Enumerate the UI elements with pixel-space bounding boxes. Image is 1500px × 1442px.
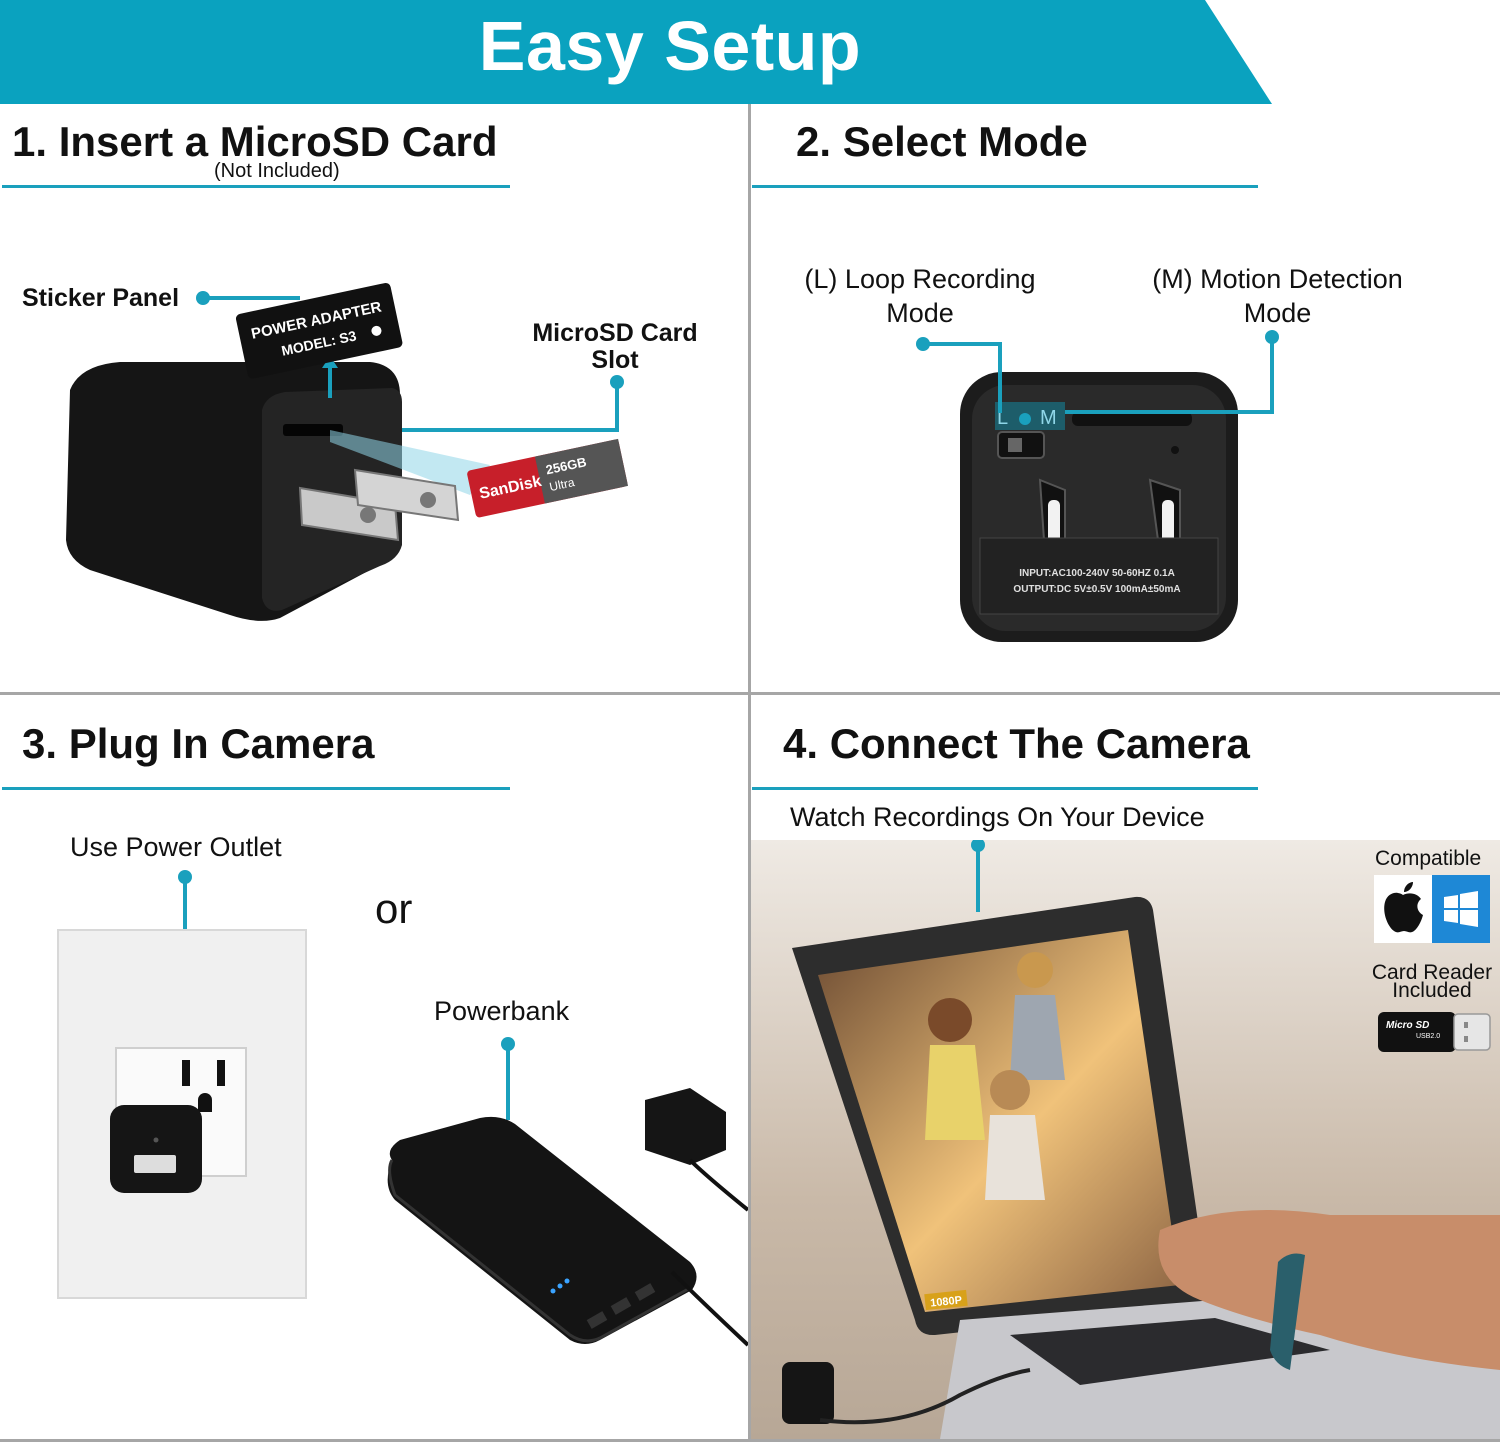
or-separator: or [375,885,413,932]
callout-dot-outlet [178,870,192,884]
step3-underline [2,787,510,790]
switch-label-l: L [997,407,1008,429]
figure-child-2 [1017,952,1053,988]
switch-position-dot [1019,413,1031,425]
camera-adapter-desk [782,1362,834,1424]
reader-text: Micro SD [1386,1020,1429,1031]
figure-child-1 [928,998,972,1042]
callout-dot-loop [916,337,930,351]
loop-line2: Mode [886,298,954,328]
switch-label-m: M [1040,407,1057,429]
grid-divider-bottom [0,1439,1500,1442]
step4-title: 4. Connect The Camera [783,720,1250,767]
card-reader-icon: Micro SD USB2.0 [1378,1012,1491,1052]
callout-dot-motion [1265,330,1279,344]
mode-switch-illustration: L M INPUT:AC100-240V 50-60HZ 0.1A OUTPUT… [916,330,1279,642]
plug-in-illustration [57,870,748,1347]
powerbank [387,1116,697,1344]
microsd-card: SanDisk 256GB Ultra [467,438,629,518]
windows-icon-bg [1432,875,1490,943]
compatible-label: Compatible [1375,847,1482,870]
callout-dot-powerbank [501,1037,515,1051]
card-reader-line2: Included [1392,979,1472,1002]
laptop-keyboard [1010,1318,1330,1385]
card-sub: Ultra [548,475,576,494]
hand [1158,1210,1500,1370]
callout-slot-line2: Slot [591,346,639,374]
step2-title: 2. Select Mode [796,118,1088,165]
callout-sticker-panel: Sticker Panel [22,284,180,312]
step1-title: 1. Insert a MicroSD Card [12,118,498,165]
laptop-badge: 1080P [930,1294,963,1309]
callout-powerbank: Powerbank [434,996,570,1026]
sticker-panel: POWER ADAPTER MODEL: S3 [235,282,403,379]
callout-dot-slot [610,375,624,389]
step4-underline [752,787,1258,790]
grid-divider-horizontal [0,692,1500,695]
callout-microsd-slot: MicroSD Card Slot [520,320,710,374]
callout-power-outlet: Use Power Outlet [70,832,282,862]
windows-icon [1444,891,1478,927]
laptop-scene: 1080P [751,840,1500,1439]
callout-motion-mode: (M) Motion Detection Mode [1135,262,1420,330]
cable-2 [670,1270,748,1347]
spec-input: INPUT:AC100-240V 50-60HZ 0.1A [1019,568,1175,579]
callout-slot-line1: MicroSD Card [532,319,698,347]
card-reader-line1: Card Reader [1371,961,1493,984]
callout-line-loop [923,342,1002,413]
step1-underline [2,185,510,188]
step2-underline [752,185,1258,188]
page-title: Easy Setup [478,7,862,85]
motion-line1: (M) Motion Detection [1152,264,1403,294]
sd-slot-back [1072,412,1192,426]
motion-line2: Mode [1243,298,1312,328]
prong-2 [353,468,460,522]
fitness-band [1270,1253,1305,1370]
callout-watch-recordings: Watch Recordings On Your Device [790,802,1205,832]
callout-loop-mode: (L) Loop Recording Mode [790,262,1050,330]
step3-title: 3. Plug In Camera [22,720,375,767]
camera-adapter-small [645,1088,726,1165]
usb-port [134,1155,176,1173]
plugged-adapter [110,1105,202,1193]
callout-line-slot [340,382,619,432]
apple-icon [1384,882,1423,933]
microsd-slot [283,424,343,436]
callout-dot-sticker [196,291,210,305]
figure-child-3 [990,1070,1030,1110]
os-badges [1374,875,1490,943]
grid-divider-vertical [748,104,751,1442]
reader-sub: USB2.0 [1416,1033,1440,1040]
spec-output: OUTPUT:DC 5V±0.5V 100mA±50mA [1013,584,1180,595]
callout-line-motion [1065,337,1274,414]
cable-1 [688,1158,748,1212]
step1-note: (Not Included) [214,160,340,182]
callout-dot-watch [971,840,985,852]
insert-beam [330,430,490,495]
loop-line1: (L) Loop Recording [804,264,1036,294]
usb-cable [819,1368,1031,1425]
card-reader-label: Card Reader Included [1368,961,1496,1002]
banner [0,0,1272,104]
camera-adapter-illustration: SanDisk 256GB Ultra POWER ADAPTER MODEL:… [66,282,629,621]
